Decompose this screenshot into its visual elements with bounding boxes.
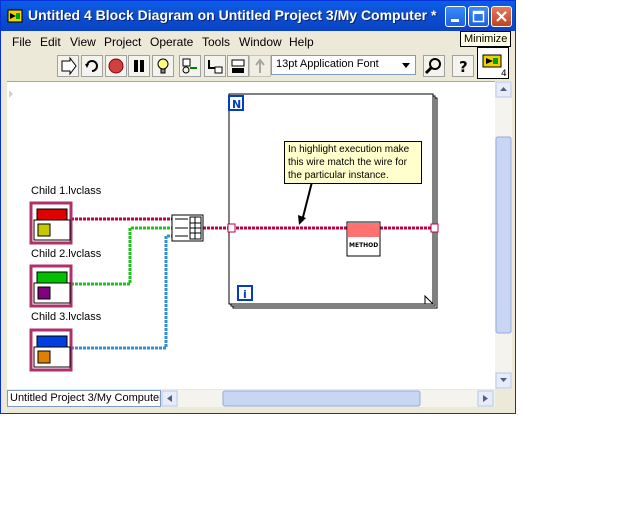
maximize-button[interactable] (468, 6, 489, 27)
toolbar: ? (1, 53, 515, 79)
child2-class-constant[interactable] (29, 264, 73, 308)
block-diagram-canvas[interactable]: N i (7, 81, 495, 389)
loop-iteration-terminal[interactable] (237, 285, 253, 301)
vi-icon-number: 4 (501, 69, 507, 79)
abort-icon (108, 58, 124, 74)
output-tunnel[interactable] (430, 223, 439, 233)
menu-help[interactable]: Help (289, 35, 314, 49)
minimize-button[interactable] (445, 6, 466, 27)
method-subvi-banner (348, 223, 379, 237)
child3-wire[interactable] (71, 234, 172, 350)
loop-count-label: N (232, 98, 241, 111)
step-out-icon (255, 58, 265, 73)
step-into-button[interactable] (204, 55, 226, 77)
loop-resize-handle[interactable] (424, 294, 435, 305)
pause-icon (134, 60, 144, 72)
vertical-scrollbar-graphic (495, 81, 512, 389)
step-over-button[interactable] (227, 55, 249, 77)
loop-count-terminal[interactable] (228, 95, 244, 111)
menu-bar: File Edit View Project Operate Tools Win… (1, 31, 515, 53)
retain-wire-values-button[interactable] (179, 55, 201, 77)
menu-edit[interactable]: Edit (40, 35, 61, 49)
search-button[interactable] (423, 55, 445, 77)
vi-icon[interactable]: 4 (477, 47, 509, 79)
run-button[interactable] (57, 55, 79, 77)
block-diagram-window: Untitled 4 Block Diagram on Untitled Pro… (0, 0, 516, 414)
loop-iteration-label: i (243, 288, 247, 301)
minimize-tooltip: Minimize (460, 31, 512, 47)
menu-window[interactable]: Window (239, 35, 282, 49)
child1-label: Child 1.lvclass (31, 185, 102, 197)
font-dropdown[interactable]: 13pt Application Font (271, 55, 416, 75)
svg-text:?: ? (459, 58, 468, 76)
chevron-right-icon (483, 395, 488, 402)
labview-vi-icon: 4 (477, 47, 509, 79)
vertical-scrollbar[interactable] (495, 81, 512, 389)
input-tunnel[interactable] (227, 223, 236, 233)
close-button[interactable] (491, 6, 512, 27)
menu-project[interactable]: Project (104, 35, 142, 49)
menu-operate[interactable]: Operate (150, 35, 194, 49)
child3-class-constant[interactable] (29, 328, 73, 372)
free-label-comment[interactable]: In highlight execution make this wire ma… (284, 141, 422, 184)
menu-tools[interactable]: Tools (202, 35, 231, 49)
child3-label: Child 3.lvclass (31, 311, 102, 323)
comment-arrow-head (298, 215, 306, 225)
menu-file[interactable]: File (12, 35, 32, 49)
chevron-up-icon (500, 87, 507, 91)
step-into-icon (208, 60, 223, 74)
build-array-grid (190, 217, 201, 239)
child2-wire[interactable] (71, 226, 172, 286)
highlight-execution-button[interactable] (152, 55, 174, 77)
run-arrow-icon (61, 56, 77, 76)
diagram-wiring: N i (9, 90, 439, 372)
project-context-label[interactable]: Untitled Project 3/My Computer (7, 390, 161, 407)
highlight-execution-icon (157, 58, 169, 74)
horizontal-scrollbar-graphic (161, 390, 494, 407)
window-title: Untitled 4 Block Diagram on Untitled Pro… (28, 7, 437, 23)
child1-class-constant[interactable] (29, 201, 73, 245)
search-icon (424, 58, 441, 75)
help-button[interactable]: ? (452, 55, 474, 77)
method-label: METHOD (349, 242, 379, 249)
abort-button[interactable] (105, 55, 127, 77)
child2-label: Child 2.lvclass (31, 248, 102, 260)
run-continuously-button[interactable] (81, 55, 103, 77)
maximize-icon (472, 10, 485, 23)
vertical-scroll-thumb[interactable] (495, 136, 512, 334)
retain-wire-values-icon (182, 58, 197, 74)
chevron-left-icon (167, 395, 172, 402)
pause-button[interactable] (128, 55, 150, 77)
menu-view[interactable]: View (70, 35, 96, 49)
minimize-icon (451, 19, 459, 22)
run-continuous-icon (85, 60, 98, 72)
canvas-origin-marker (9, 90, 13, 98)
build-array-inputs (175, 218, 188, 237)
horizontal-scroll-thumb[interactable] (222, 390, 421, 407)
help-icon: ? (459, 58, 468, 76)
chevron-down-icon (500, 378, 507, 382)
close-icon (496, 11, 507, 22)
step-out-button[interactable] (249, 55, 271, 77)
labview-icon (7, 9, 23, 23)
step-over-icon (231, 59, 245, 73)
chevron-down-icon (402, 63, 410, 68)
comment-arrow-line (301, 177, 314, 222)
title-bar[interactable]: Untitled 4 Block Diagram on Untitled Pro… (1, 1, 515, 31)
font-value: 13pt Application Font (276, 58, 379, 70)
for-loop[interactable] (228, 93, 434, 305)
